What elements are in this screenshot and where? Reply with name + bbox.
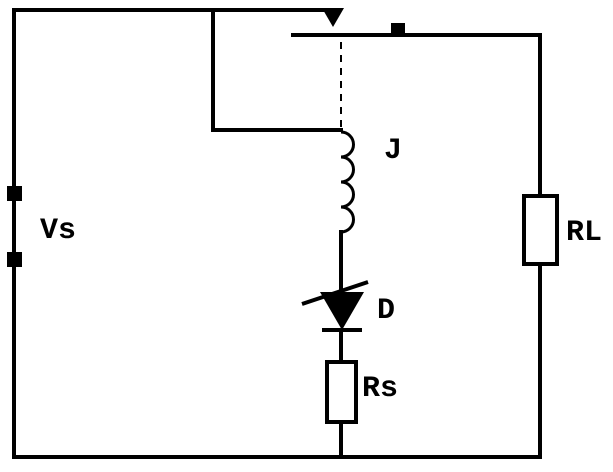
load-resistor-label: RL bbox=[566, 216, 602, 250]
relay-contact bbox=[322, 8, 405, 128]
series-resistor-label: Rs bbox=[362, 372, 398, 406]
source-terminal-bottom bbox=[7, 252, 22, 267]
diode-label: D bbox=[377, 294, 395, 328]
relay-coil: J bbox=[340, 130, 402, 234]
rs-resistor-body bbox=[325, 360, 358, 424]
switch-armature-arrow-icon bbox=[322, 8, 344, 27]
rl-resistor-body bbox=[522, 194, 559, 266]
voltage-source-label: Vs bbox=[40, 214, 76, 248]
diode: D bbox=[301, 280, 395, 332]
relay-coil-label: J bbox=[384, 134, 402, 168]
load-resistor: RL bbox=[522, 194, 602, 266]
voltage-source: Vs bbox=[7, 186, 76, 267]
diode-triangle bbox=[320, 292, 364, 330]
wire-coil-feed bbox=[211, 8, 343, 132]
wires bbox=[12, 8, 542, 459]
coil-windings bbox=[340, 130, 355, 234]
series-resistor: Rs bbox=[325, 360, 398, 424]
source-terminal-top bbox=[7, 186, 22, 201]
contact-point-square bbox=[391, 23, 405, 37]
